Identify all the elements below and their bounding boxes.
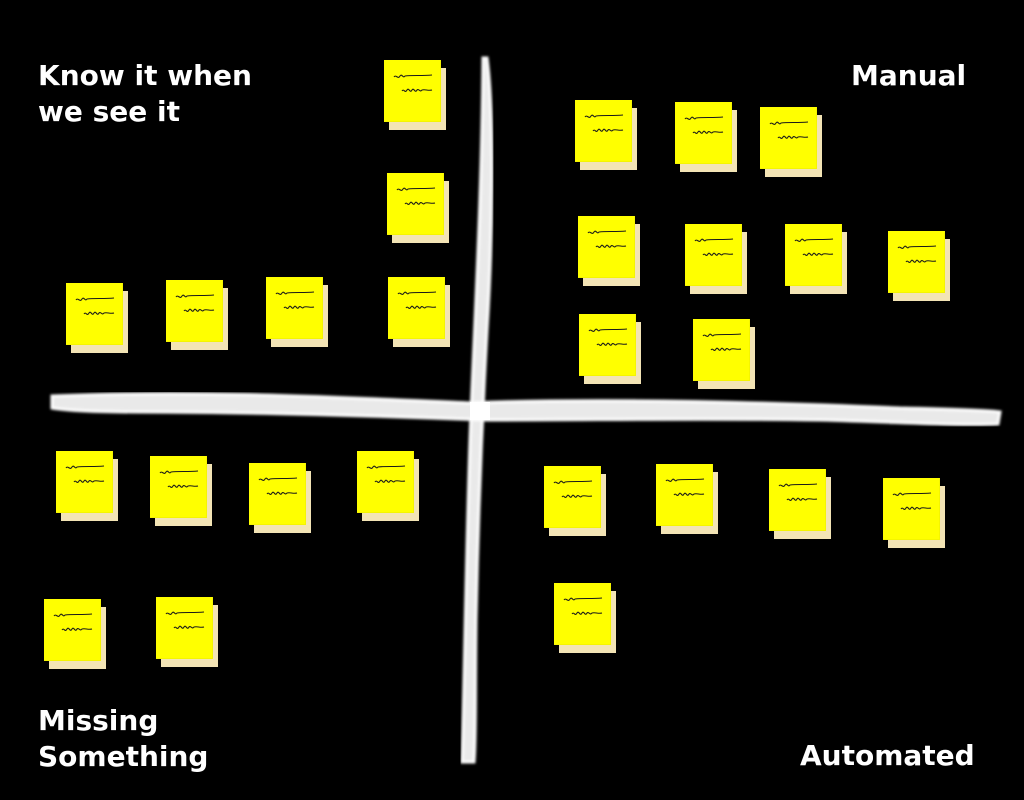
sticky-note-paper <box>888 231 945 293</box>
sticky-note-paper <box>56 451 113 513</box>
handwriting-scribble <box>53 613 93 631</box>
sticky-note-paper <box>760 107 817 169</box>
handwriting-scribble <box>563 597 603 615</box>
sticky-note-paper <box>693 319 750 381</box>
sticky-note-paper <box>384 60 441 122</box>
handwriting-scribble <box>159 470 199 488</box>
sticky-note-top-left[interactable] <box>166 280 228 350</box>
sticky-note-paper <box>150 456 207 518</box>
handwriting-scribble <box>397 291 437 309</box>
handwriting-scribble <box>588 328 628 346</box>
sticky-note-paper <box>578 216 635 278</box>
quadrant-label-bottom-right: Automated <box>800 739 975 772</box>
sticky-note-paper <box>166 280 223 342</box>
sticky-note-paper <box>387 173 444 235</box>
handwriting-scribble <box>393 74 433 92</box>
sticky-note-top-right[interactable] <box>693 319 755 389</box>
sticky-note-bottom-left[interactable] <box>56 451 118 521</box>
handwriting-scribble <box>694 238 734 256</box>
sticky-note-paper <box>769 469 826 531</box>
quadrant-label-bottom-left: Missing Something <box>38 704 209 773</box>
quadrant-label-top-right: Manual <box>851 59 967 92</box>
sticky-note-top-left[interactable] <box>387 173 449 243</box>
handwriting-scribble <box>684 116 724 134</box>
handwriting-scribble <box>897 245 937 263</box>
handwriting-scribble <box>366 465 406 483</box>
handwriting-scribble <box>587 230 627 248</box>
sticky-note-bottom-right[interactable] <box>544 466 606 536</box>
sticky-note-top-right[interactable] <box>579 314 641 384</box>
sticky-note-paper <box>156 597 213 659</box>
sticky-note-paper <box>388 277 445 339</box>
sticky-note-bottom-right[interactable] <box>769 469 831 539</box>
handwriting-scribble <box>258 477 298 495</box>
sticky-note-paper <box>357 451 414 513</box>
sticky-note-top-left[interactable] <box>388 277 450 347</box>
sticky-note-paper <box>266 277 323 339</box>
sticky-note-top-left[interactable] <box>266 277 328 347</box>
sticky-note-bottom-left[interactable] <box>150 456 212 526</box>
handwriting-scribble <box>275 291 315 309</box>
sticky-note-bottom-left[interactable] <box>44 599 106 669</box>
handwriting-scribble <box>165 611 205 629</box>
handwriting-scribble <box>778 483 818 501</box>
handwriting-scribble <box>665 478 705 496</box>
sticky-note-bottom-right[interactable] <box>554 583 616 653</box>
sticky-note-paper <box>575 100 632 162</box>
handwriting-scribble <box>794 238 834 256</box>
sticky-note-paper <box>785 224 842 286</box>
sticky-note-bottom-left[interactable] <box>156 597 218 667</box>
horizontal-axis <box>50 392 1002 427</box>
sticky-note-paper <box>544 466 601 528</box>
sticky-note-paper <box>554 583 611 645</box>
handwriting-scribble <box>892 492 932 510</box>
sticky-note-paper <box>579 314 636 376</box>
sticky-note-top-right[interactable] <box>575 100 637 170</box>
sticky-note-top-right[interactable] <box>760 107 822 177</box>
axis-intersection <box>470 402 490 420</box>
sticky-note-bottom-left[interactable] <box>249 463 311 533</box>
sticky-note-top-right[interactable] <box>675 102 737 172</box>
sticky-note-top-right[interactable] <box>685 224 747 294</box>
sticky-note-top-right[interactable] <box>888 231 950 301</box>
sticky-note-top-right[interactable] <box>578 216 640 286</box>
sticky-note-paper <box>66 283 123 345</box>
sticky-note-paper <box>656 464 713 526</box>
handwriting-scribble <box>769 121 809 139</box>
sticky-note-top-right[interactable] <box>785 224 847 294</box>
handwriting-scribble <box>175 294 215 312</box>
sticky-note-paper <box>44 599 101 661</box>
handwriting-scribble <box>396 187 436 205</box>
sticky-note-bottom-right[interactable] <box>656 464 718 534</box>
sticky-note-top-left[interactable] <box>384 60 446 130</box>
sticky-note-top-left[interactable] <box>66 283 128 353</box>
handwriting-scribble <box>702 333 742 351</box>
handwriting-scribble <box>553 480 593 498</box>
sticky-note-paper <box>249 463 306 525</box>
quadrant-label-top-left: Know it when we see it <box>38 59 252 128</box>
sticky-note-bottom-right[interactable] <box>883 478 945 548</box>
handwriting-scribble <box>75 297 115 315</box>
handwriting-scribble <box>584 114 624 132</box>
sticky-note-paper <box>675 102 732 164</box>
sticky-note-paper <box>883 478 940 540</box>
sticky-note-paper <box>685 224 742 286</box>
handwriting-scribble <box>65 465 105 483</box>
sticky-note-bottom-left[interactable] <box>357 451 419 521</box>
